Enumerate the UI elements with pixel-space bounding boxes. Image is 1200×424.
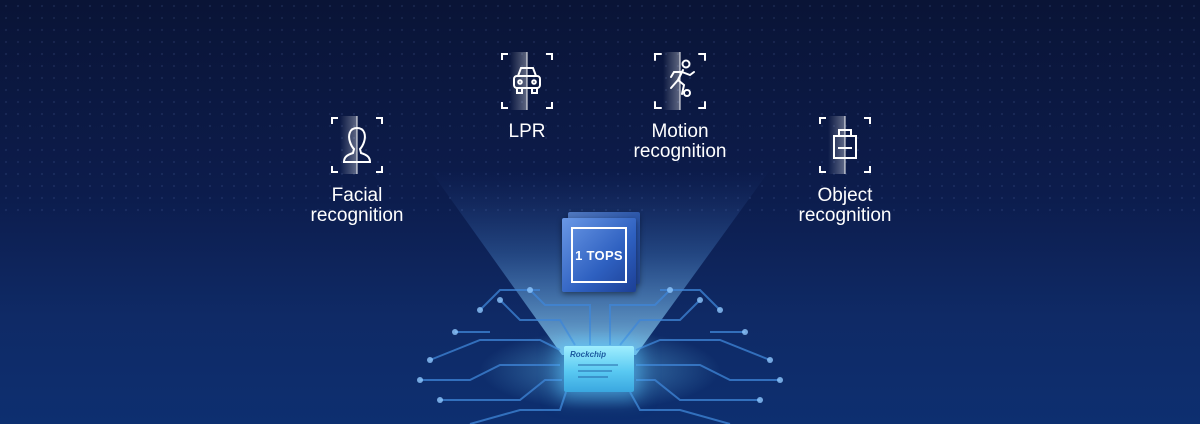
tops-label: 1 TOPS — [571, 227, 627, 283]
tops-card: 1 TOPS — [562, 212, 640, 294]
chip-marking — [578, 376, 608, 378]
feature-label: Object recognition — [798, 185, 892, 226]
feature-label: Motion recognition — [633, 121, 727, 162]
chip-marking — [578, 364, 618, 366]
shopping-bag-icon — [814, 114, 876, 176]
running-person-icon — [649, 50, 711, 112]
chip-brand: Rockchip — [570, 350, 607, 359]
card-layer-front — [562, 218, 636, 292]
chip-marking — [578, 370, 612, 372]
feature-label: LPR — [508, 121, 546, 142]
rockchip-soc: Rockchip — [564, 346, 634, 392]
car-icon — [496, 50, 558, 112]
feature-label: Facial recognition — [310, 185, 404, 226]
feature-object: Object recognition — [755, 114, 935, 226]
person-bust-icon — [326, 114, 388, 176]
feature-facial: Facial recognition — [267, 114, 447, 226]
feature-motion: Motion recognition — [590, 50, 770, 162]
feature-lpr: LPR — [437, 50, 617, 142]
